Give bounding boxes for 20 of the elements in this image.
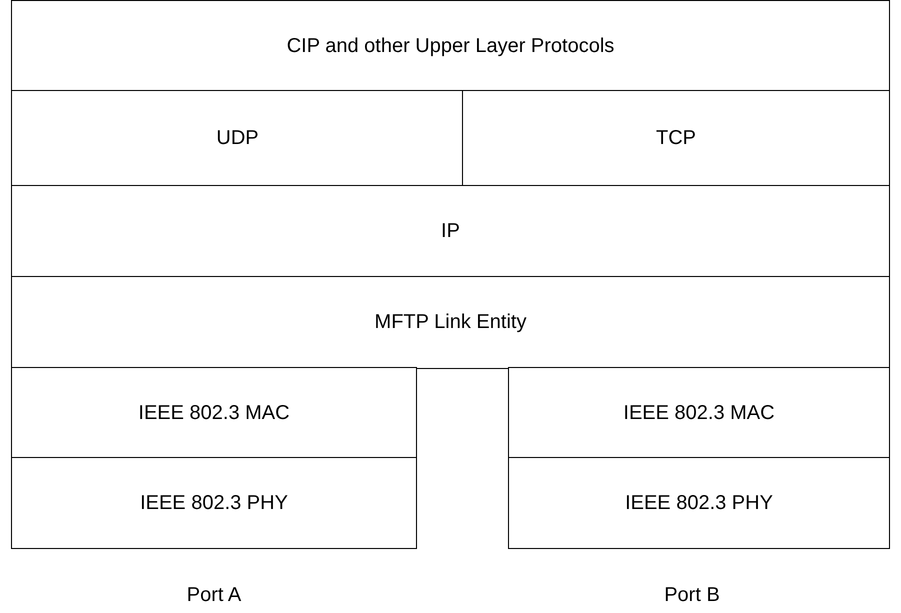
- layer-box: [11, 0, 890, 92]
- layer-name: IP: [441, 220, 460, 243]
- layer-name: IEEE 802.3 PHY: [140, 492, 288, 514]
- layer-box: [11, 276, 890, 369]
- layer-box: [508, 457, 890, 549]
- layer-box: [508, 367, 890, 459]
- layer-box: [11, 185, 890, 278]
- layer-name: IEEE 802.3 MAC: [138, 402, 290, 424]
- layer-name: MFTP Link Entity: [374, 311, 526, 334]
- layer-name: TCP: [656, 127, 696, 150]
- layer-name: IEEE 802.3 PHY: [625, 492, 773, 514]
- layer-box: [11, 90, 464, 187]
- layer-name: IEEE 802.3 MAC: [623, 402, 775, 424]
- layer-name: UDP: [216, 127, 259, 150]
- layer-box: [11, 367, 417, 459]
- layer-box: [462, 90, 890, 187]
- layer-box: [11, 457, 417, 549]
- port-label: Port B: [664, 584, 720, 607]
- layer-name: CIP and other Upper Layer Protocols: [286, 34, 614, 58]
- port-label: Port A: [186, 584, 242, 607]
